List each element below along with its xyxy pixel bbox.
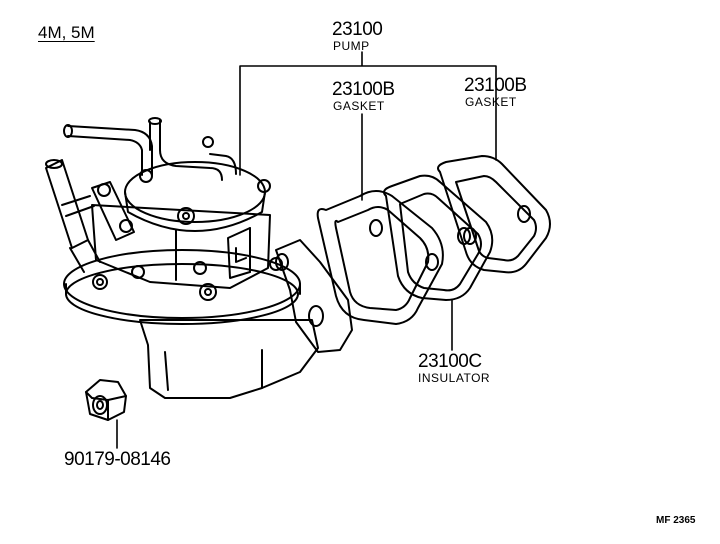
pump-part-number: 23100 — [332, 19, 383, 40]
gasket-front-part-name: GASKET — [333, 99, 385, 113]
nut-part-number: 90179-08146 — [64, 449, 171, 470]
gasket-rear-drawing — [437, 155, 551, 274]
nut-drawing — [85, 379, 127, 421]
leader-lines — [116, 51, 497, 449]
insulator-part-number: 23100C — [418, 351, 482, 372]
pump-part-name: PUMP — [333, 39, 370, 53]
model-code-label: 4M, 5M — [38, 23, 95, 42]
insulator-drawing — [383, 174, 494, 301]
gasket-rear-part-number: 23100B — [464, 75, 527, 96]
fuel-pump-drawing — [45, 117, 353, 399]
figure-reference: MF 2365 — [656, 515, 696, 526]
gasket-rear-part-name: GASKET — [465, 95, 517, 109]
gasket-front-part-number: 23100B — [332, 79, 395, 100]
gasket-front-drawing — [316, 190, 444, 325]
insulator-part-name: INSULATOR — [418, 371, 491, 385]
